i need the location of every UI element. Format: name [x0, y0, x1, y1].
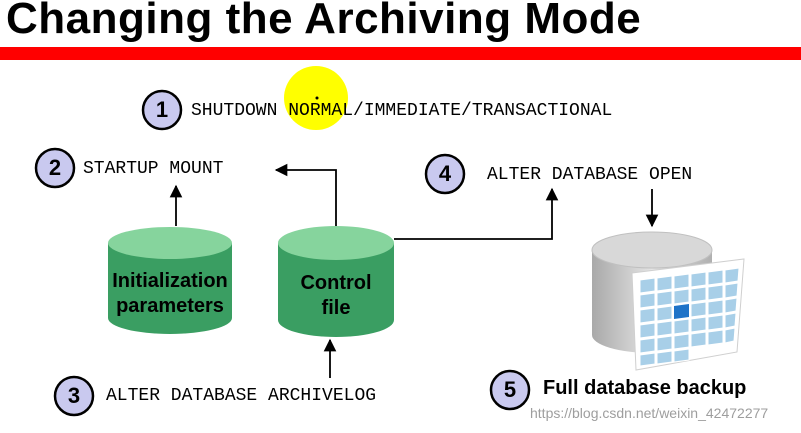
step-5-badge — [489, 369, 531, 411]
step-4-badge — [424, 153, 466, 195]
control-file-label: Control file — [278, 271, 394, 321]
init-params-label: Initialization parameters — [108, 269, 232, 319]
step-1-text: SHUTDOWN NORMAL/IMMEDIATE/TRANSACTIONAL — [191, 101, 613, 121]
arrow-control-to-open — [394, 187, 559, 240]
backup-grid-icon — [631, 258, 745, 371]
page-title: Changing the Archiving Mode — [6, 0, 642, 43]
step-1-number: 1 — [155, 97, 169, 122]
control-file-cylinder — [278, 226, 394, 337]
step-4-number: 4 — [438, 161, 452, 186]
step-2-badge — [34, 147, 76, 189]
step-5-number: 5 — [503, 377, 517, 402]
init-params-line2: parameters — [116, 295, 224, 317]
step-4-text: ALTER DATABASE OPEN — [487, 165, 693, 185]
step-2-text: STARTUP MOUNT — [83, 159, 224, 179]
step-2-number: 2 — [48, 155, 62, 180]
control-file-line1: Control — [300, 272, 372, 294]
init-params-line1: Initialization — [112, 270, 228, 292]
arrow-control-to-startup — [274, 163, 337, 226]
step-1-badge — [141, 89, 183, 131]
step-5-text: Full database backup — [543, 377, 747, 399]
step-3-badge — [53, 375, 95, 417]
step-3-number: 3 — [67, 383, 81, 408]
control-file-line2: file — [321, 297, 351, 319]
initialization-parameters-cylinder — [108, 227, 232, 334]
watermark-url: https://blog.csdn.net/weixin_42472277 — [530, 405, 769, 421]
step-3-text: ALTER DATABASE ARCHIVELOG — [106, 386, 377, 406]
title-underline-bar — [0, 47, 801, 60]
cursor-dot — [315, 96, 319, 100]
